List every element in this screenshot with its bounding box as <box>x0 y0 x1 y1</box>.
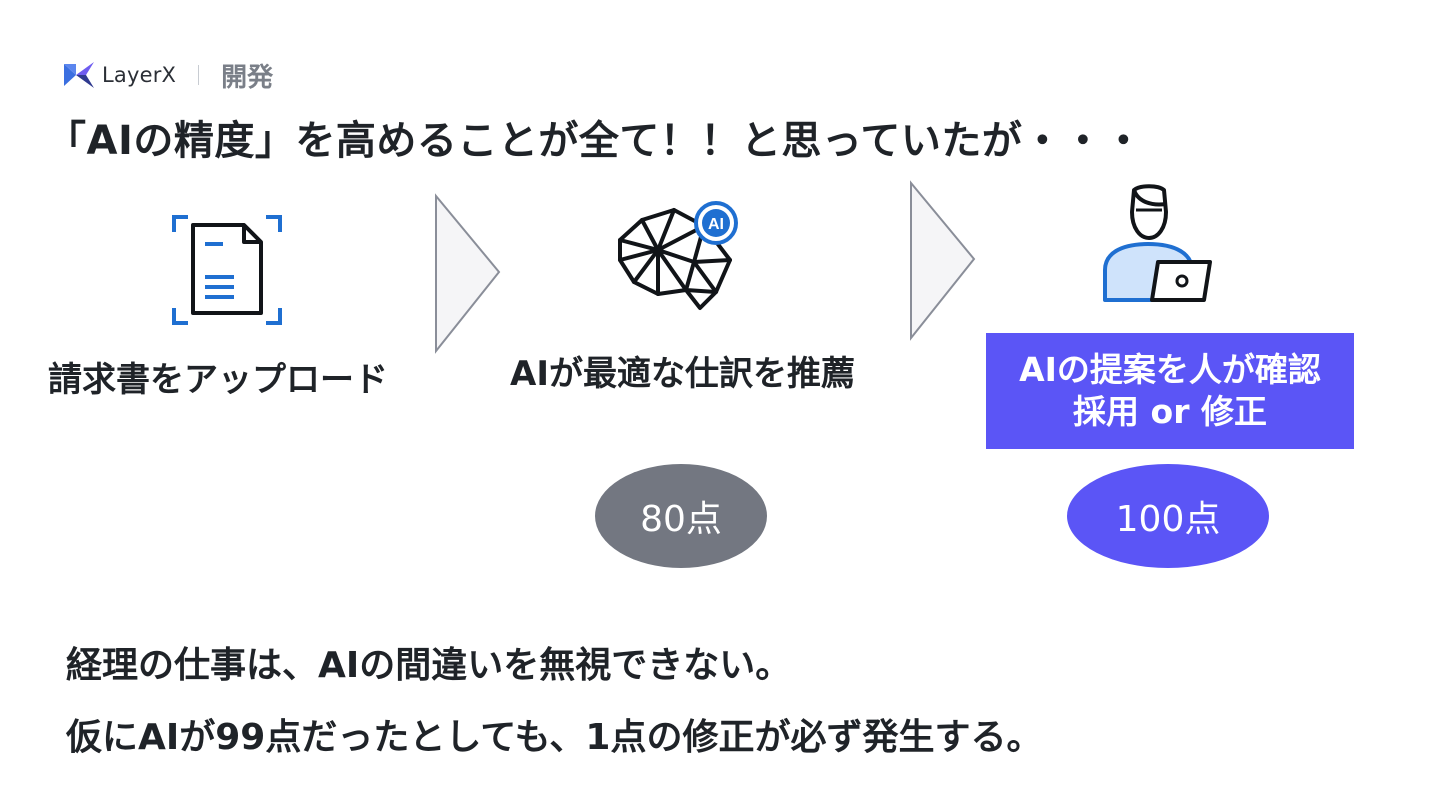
document-upload-icon <box>172 215 282 325</box>
score-ai-label: 80点 <box>640 499 722 540</box>
department-label: 開発 <box>221 62 274 93</box>
score-badge-ai: 80点 <box>595 464 767 568</box>
step-review-box: AIの提案を人が確認 採用 or 修正 <box>986 333 1354 449</box>
conclusion-line-2: 仮にAIが99点だったとしても、1点の修正が必ず発生する。 <box>66 717 1043 758</box>
slide-title: 「AIの精度」を高めることが全て！！と思っていたが・・・ <box>46 118 1144 164</box>
chevron-right-icon <box>910 180 976 341</box>
step-review-label-line2: 採用 or 修正 <box>1073 392 1267 431</box>
header-divider <box>198 65 200 85</box>
step-review-label-line1: AIの提案を人が確認 <box>1019 350 1321 389</box>
score-badge-human: 100点 <box>1067 464 1269 568</box>
ai-brain-icon: AI <box>618 201 738 310</box>
person-laptop-icon <box>1103 184 1212 302</box>
step-upload-label: 請求書をアップロード <box>48 360 388 400</box>
score-human-label: 100点 <box>1115 499 1221 540</box>
ai-badge-text: AI <box>708 216 724 233</box>
layerx-logo-icon <box>64 62 94 88</box>
brand-name: LayerX <box>102 63 177 87</box>
chevron-right-icon <box>435 193 501 354</box>
header-brand: LayerX 開発 <box>62 58 274 93</box>
conclusion-line-1: 経理の仕事は、AIの間違いを無視できない。 <box>66 645 792 686</box>
step-recommend-label: AIが最適な仕訳を推薦 <box>510 354 855 394</box>
